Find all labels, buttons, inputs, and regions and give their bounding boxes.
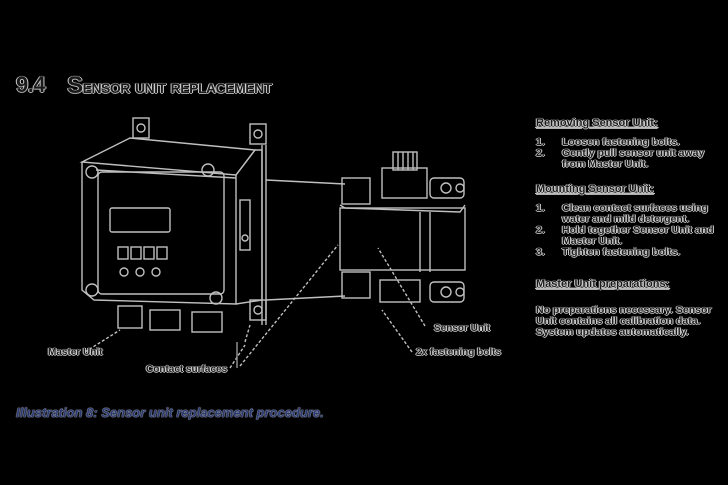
step-number: 3.: [536, 246, 545, 258]
mounting-title: Mounting Sensor Unit:: [536, 183, 654, 195]
step-text: Hold together Sensor Unit and Master Uni…: [562, 224, 714, 247]
label-fastening-bolts: 2x fastening bolts: [416, 347, 502, 358]
step-number: 2.: [536, 147, 545, 159]
master-preparations-text: No preparations necessary. Sensor Unit c…: [536, 304, 712, 338]
master-preparations-title: Master Unit preparations:: [536, 278, 670, 290]
removing-steps: 1. Loosen fastening bolts. 2. Gently pull …: [536, 137, 716, 170]
leader-lines: [84, 244, 426, 369]
mounting-step: 3. Tighten fastening bolts.: [536, 247, 716, 258]
removing-step: 2. Gently pull sensor unit away from Mast…: [536, 148, 716, 170]
step-text: Loosen fastening bolts.: [562, 136, 680, 148]
removing-title: Removing Sensor Unit:: [536, 117, 658, 129]
label-sensor-unit: Sensor Unit: [434, 323, 491, 334]
step-number: 2.: [536, 224, 545, 236]
mounting-steps: 1. Clean contact surfaces using water and…: [536, 203, 716, 258]
mounting-step: 2. Hold together Sensor Unit and Master U…: [536, 225, 716, 247]
mounting-sensor-unit-section: Mounting Sensor Unit: 1. Clean contact su…: [536, 184, 716, 258]
removing-step: 1. Loosen fastening bolts.: [536, 137, 716, 148]
sensor-unit-drawing: [339, 151, 466, 303]
section-number: 9.4: [16, 72, 46, 97]
step-number: 1.: [536, 202, 545, 214]
section-heading: 9.4 Sensor unit replacement: [16, 72, 272, 100]
step-text: Tighten fastening bolts.: [562, 246, 681, 258]
step-number: 1.: [536, 136, 545, 148]
removing-sensor-unit-section: Removing Sensor Unit: 1. Loosen fastening…: [536, 118, 716, 170]
master-unit-drawing: [79, 117, 346, 333]
label-master-unit: Master Unit: [48, 347, 103, 358]
illustration-caption: Illustration 8: Sensor unit replacement …: [16, 405, 324, 420]
label-contact-surfaces: Contact surfaces: [146, 364, 228, 375]
section-title: Sensor unit replacement: [67, 72, 272, 99]
mounting-step: 1. Clean contact surfaces using water and…: [536, 203, 716, 225]
step-text: Gently pull sensor unit away from Master…: [562, 147, 705, 170]
master-unit-preparations-section: Master Unit preparations: No preparation…: [536, 279, 716, 338]
step-text: Clean contact surfaces using water and m…: [562, 202, 708, 225]
